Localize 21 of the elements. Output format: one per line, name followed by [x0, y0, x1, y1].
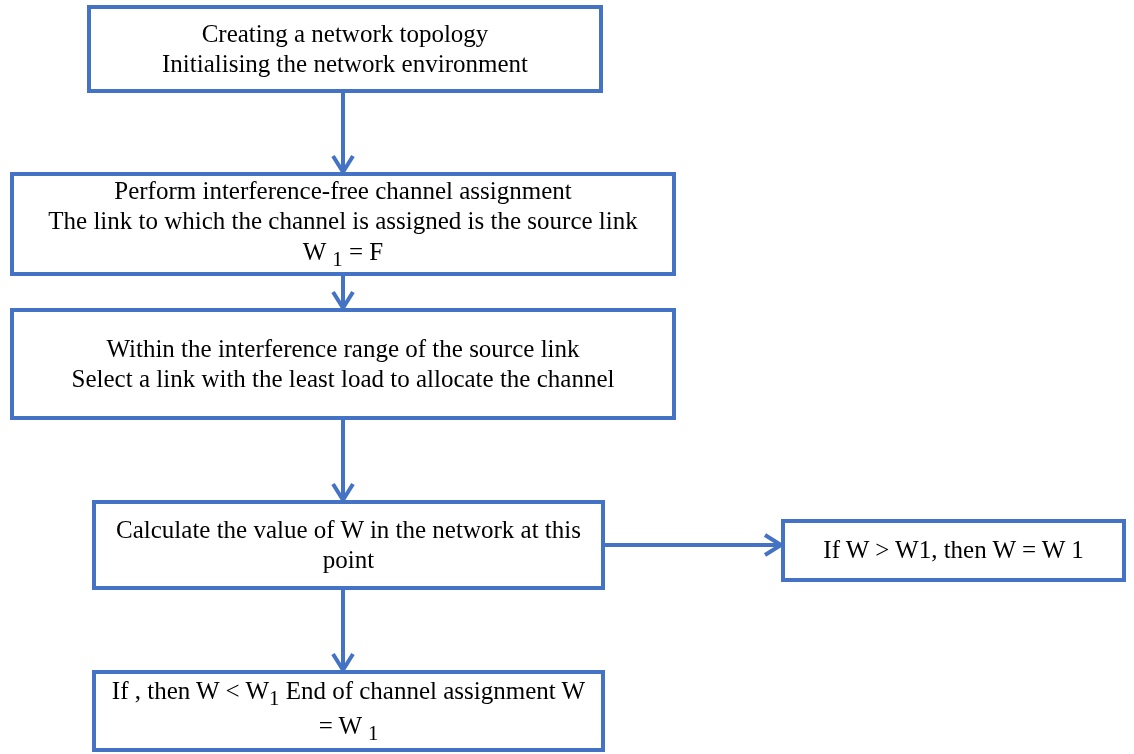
arrow — [331, 590, 355, 672]
process-box — [781, 519, 1126, 582]
process-box — [87, 5, 603, 93]
process-box — [10, 308, 676, 420]
process-box — [92, 500, 605, 590]
box-text: Calculate the value of W in the network at this point — [115, 514, 582, 575]
box-text: Creating a network topology — [201, 18, 489, 49]
box-text: If , then W < W$_{1}$ End of channel assignment W = W $_{1}$ — [110, 675, 587, 747]
process-box — [92, 670, 605, 752]
box-text: The link to which the channel is assigned is the source link — [48, 206, 638, 237]
process-box — [10, 172, 676, 276]
box-text: Initialising the network environment — [162, 49, 528, 79]
arrow — [605, 533, 783, 557]
arrow — [331, 420, 355, 502]
box-text: If W > W1, then W = W 1 — [823, 535, 1084, 566]
box-text: Within the interference range of the source link — [106, 333, 580, 364]
arrow — [331, 93, 355, 174]
box-text: Perform interference-free channel assignment — [114, 175, 572, 206]
box-text: W $_{1}$ = F — [302, 236, 384, 273]
box-text: Select a link with the least load to allocate the channel — [71, 364, 615, 394]
arrow — [331, 276, 355, 310]
